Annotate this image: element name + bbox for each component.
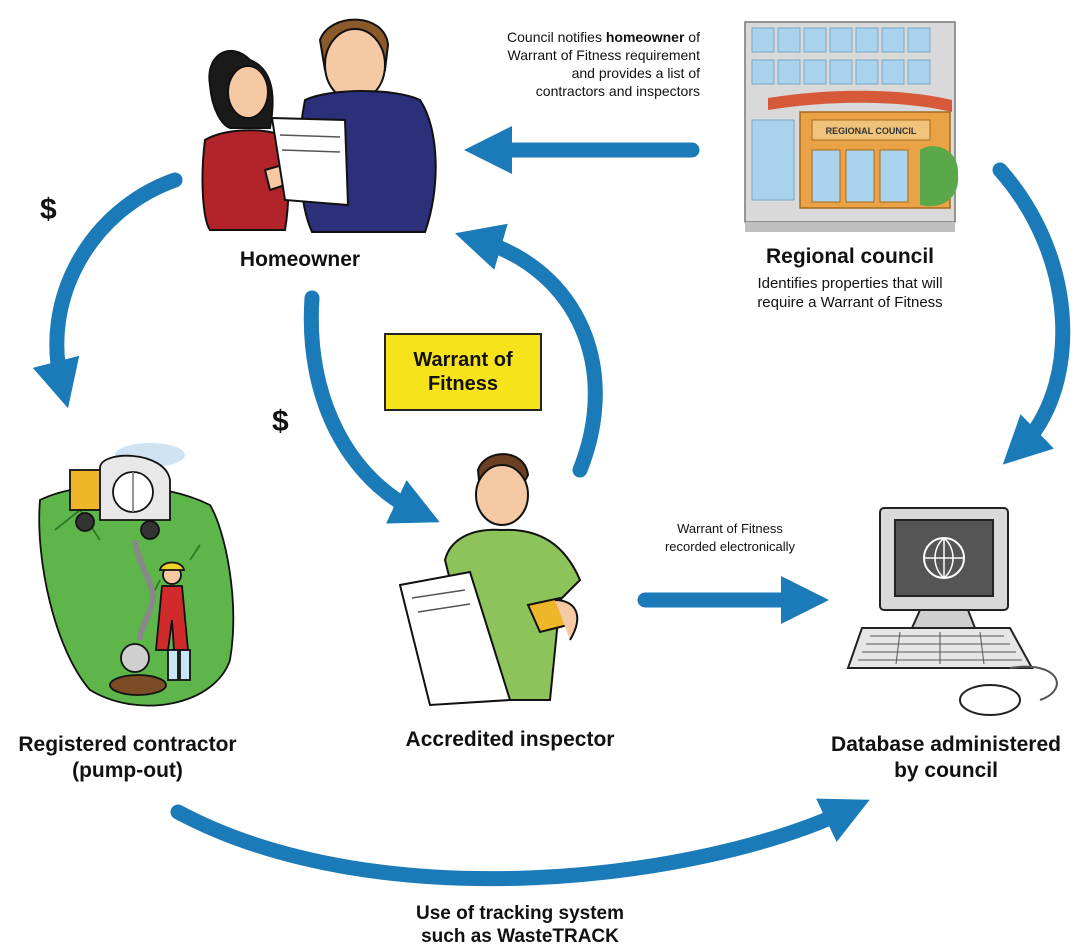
- homeowner-label: Homeowner: [239, 248, 361, 271]
- arrow-homeowner-to-contractor: [32, 172, 183, 409]
- contractor-label: Registered contractor (pump-out): [18, 733, 237, 782]
- warrant-of-fitness-badge: Warrant of Fitness: [384, 333, 542, 411]
- arrow-homeowner-to-inspector: [303, 290, 440, 524]
- council-label: Regional council: [765, 245, 935, 268]
- contractor-illustration: [38, 443, 235, 707]
- database-label: Database administered by council: [831, 733, 1061, 782]
- recorded-note: Warrant of Fitness recorded electronical…: [664, 521, 796, 554]
- council-building-illustration: [744, 21, 959, 232]
- payment-dollar-center: $: [272, 405, 289, 438]
- arrow-inspector-to-homeowner: [454, 223, 603, 478]
- inspector-illustration: [398, 453, 582, 707]
- arrow-contractor-to-database: [170, 798, 870, 887]
- homeowner-illustration: [201, 18, 437, 233]
- council-notify-note: Council notifies homeowner of Warrant of…: [507, 29, 700, 99]
- council-description: Identifies properties that will require …: [757, 275, 943, 311]
- computer-illustration: [846, 507, 1058, 716]
- council-sign: REGIONAL COUNCIL: [825, 126, 917, 136]
- tracking-note: Use of tracking system such as WasteTRAC…: [415, 903, 625, 947]
- payment-dollar-left: $: [40, 193, 57, 226]
- arrow-council-to-database: [992, 162, 1071, 465]
- inspector-label: Accredited inspector: [405, 728, 615, 751]
